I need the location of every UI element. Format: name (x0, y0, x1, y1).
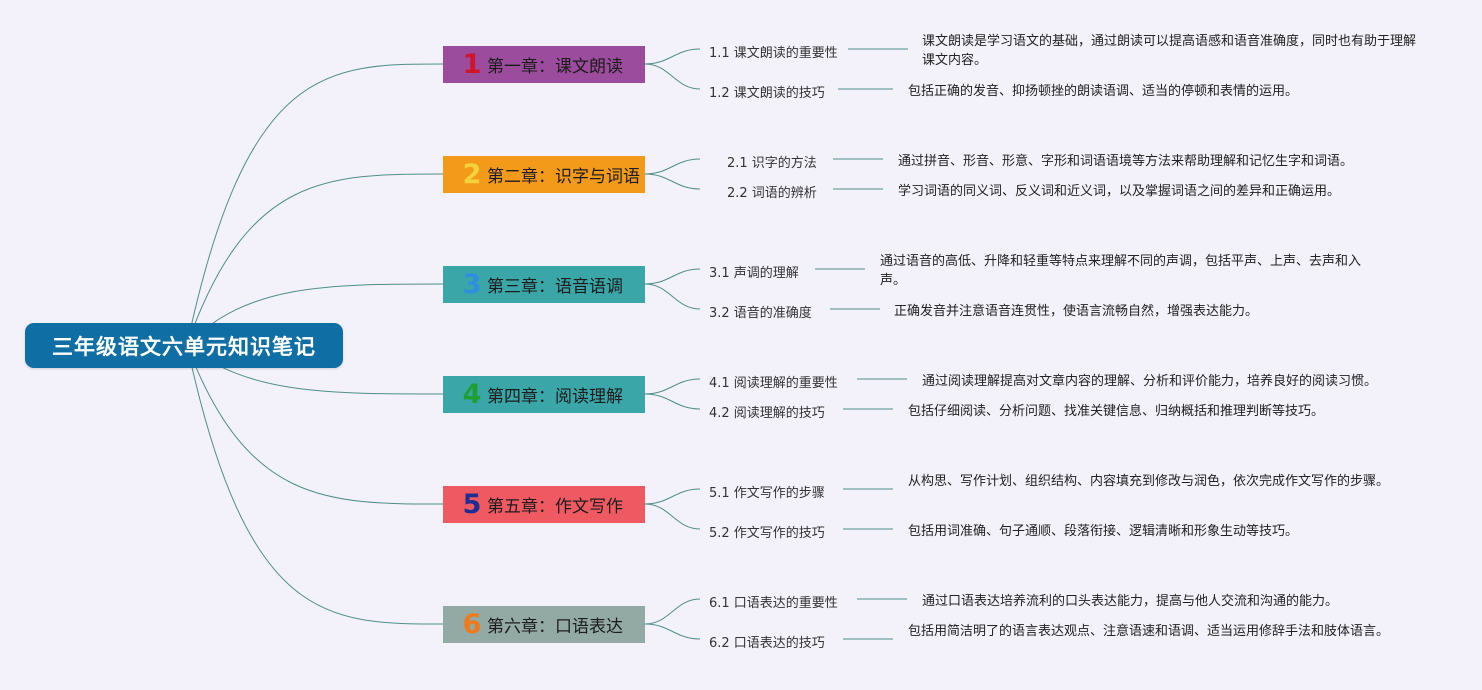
topic-note: 课文朗读是学习语文的基础，通过朗读可以提高语感和语音准确度，同时也有助于理解课文… (922, 34, 1417, 68)
chapter-title: 第四章：阅读理解 (487, 387, 623, 407)
topic-label[interactable]: 4.1 阅读理解的重要性 (709, 376, 838, 391)
root-chapter-link (186, 344, 444, 625)
topic-label[interactable]: 4.2 阅读理解的技巧 (709, 406, 825, 421)
chapter-number: 6 (462, 609, 482, 640)
root-chapter-link (186, 63, 444, 346)
topic-label[interactable]: 6.2 口语表达的技巧 (709, 636, 825, 651)
topic-label[interactable]: 5.1 作文写作的步骤 (709, 486, 825, 501)
chapter-topic-link (644, 283, 701, 310)
topic-label[interactable]: 1.2 课文朗读的技巧 (709, 86, 825, 101)
topic-note: 学习词语的同义词、反义词和近义词，以及掌握词语之间的差异和正确运用。 (898, 184, 1341, 199)
topic-note: 包括仔细阅读、分析问题、找准关键信息、归纳概括和推理判断等技巧。 (908, 404, 1325, 419)
chapter-number: 2 (462, 159, 482, 190)
topic-note: 包括用简洁明了的语言表达观点、注意语速和语调、适当运用修辞手法和肢体语言。 (908, 624, 1390, 639)
topic-label[interactable]: 5.2 作文写作的技巧 (709, 526, 825, 541)
topic-label[interactable]: 3.2 语音的准确度 (709, 306, 812, 321)
chapter-node-5[interactable]: 5 第五章：作文写作 (443, 486, 645, 523)
root-node[interactable]: 三年级语文六单元知识笔记 (25, 323, 343, 368)
chapter-node-2[interactable]: 2 第二章：识字与词语 (443, 156, 645, 193)
chapter-topic-link (644, 488, 701, 505)
chapter-topic-link (644, 623, 701, 640)
chapter-node-6[interactable]: 6 第六章：口语表达 (443, 606, 645, 643)
chapter-topic-link (644, 598, 701, 625)
chapter-topic-link (644, 63, 701, 90)
topic-note: 通过口语表达培养流利的口头表达能力，提高与他人交流和沟通的能力。 (922, 594, 1339, 609)
chapter-topic-link (644, 173, 701, 190)
topic-note: 包括用词准确、句子通顺、段落衔接、逻辑清晰和形象生动等技巧。 (908, 524, 1299, 539)
chapter-number: 3 (462, 269, 482, 300)
topic-note: 包括正确的发音、抑扬顿挫的朗读语调、适当的停顿和表情的运用。 (908, 84, 1299, 99)
chapter-node-3[interactable]: 3 第三章：语音语调 (443, 266, 645, 303)
chapter-number: 5 (462, 489, 482, 520)
chapter-number: 4 (462, 379, 482, 410)
chapter-topic-link (644, 268, 701, 285)
topic-note: 通过语音的高低、升降和轻重等特点来理解不同的声调，包括平声、上声、去声和入声。 (880, 254, 1362, 288)
chapter-title: 第三章：语音语调 (487, 277, 623, 297)
topic-label[interactable]: 6.1 口语表达的重要性 (709, 596, 838, 611)
topic-label[interactable]: 2.1 识字的方法 (727, 156, 817, 171)
chapter-topic-link (644, 48, 701, 65)
chapter-title: 第六章：口语表达 (487, 617, 623, 637)
chapter-topic-link (644, 393, 701, 410)
chapter-node-4[interactable]: 4 第四章：阅读理解 (443, 376, 645, 413)
topic-label[interactable]: 3.1 声调的理解 (709, 266, 799, 281)
topic-note: 从构思、写作计划、组织结构、内容填充到修改与润色，依次完成作文写作的步骤。 (908, 474, 1390, 489)
chapter-number: 1 (462, 49, 482, 80)
topic-label[interactable]: 1.1 课文朗读的重要性 (709, 46, 838, 61)
chapter-title: 第一章：课文朗读 (487, 57, 623, 77)
topic-note: 正确发音并注意语音连贯性，使语言流畅自然，增强表达能力。 (894, 304, 1259, 319)
chapter-node-1[interactable]: 1 第一章：课文朗读 (443, 46, 645, 83)
chapter-topic-link (644, 503, 701, 530)
topic-note: 通过阅读理解提高对文章内容的理解、分析和评价能力，培养良好的阅读习惯。 (922, 374, 1378, 389)
chapter-title: 第二章：识字与词语 (487, 167, 640, 187)
chapter-title: 第五章：作文写作 (487, 497, 623, 517)
root-chapter-link (186, 173, 444, 346)
chapter-topic-link (644, 158, 701, 175)
chapter-topic-link (644, 378, 701, 395)
topic-label[interactable]: 2.2 词语的辨析 (727, 186, 817, 201)
root-chapter-link (186, 344, 444, 505)
topic-note: 通过拼音、形音、形意、字形和词语语境等方法来帮助理解和记忆生字和词语。 (898, 154, 1354, 169)
